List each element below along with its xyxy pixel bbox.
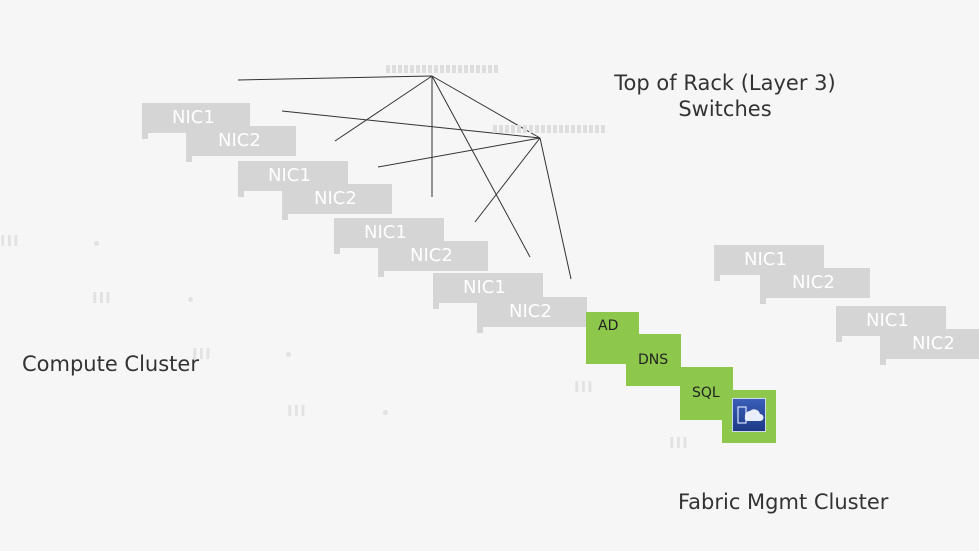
server-marker: III bbox=[574, 378, 594, 396]
server-marker: III bbox=[92, 289, 112, 307]
compute-cluster-label: Compute Cluster bbox=[22, 352, 199, 376]
server-marker: III bbox=[192, 345, 212, 363]
server-dot bbox=[188, 297, 193, 302]
server-dot bbox=[286, 352, 291, 357]
mgmt-host2-nic2: NIC2 bbox=[880, 329, 979, 365]
server-marker: III bbox=[669, 434, 689, 452]
tor-switch-1 bbox=[386, 65, 500, 73]
service-sql-label: SQL bbox=[692, 385, 720, 401]
tor-switch-2 bbox=[493, 125, 607, 133]
cloud-server-icon bbox=[732, 398, 766, 432]
service-dns-label: DNS bbox=[638, 352, 669, 368]
server-dot bbox=[383, 410, 388, 415]
fabric-mgmt-cluster-label: Fabric Mgmt Cluster bbox=[678, 490, 889, 514]
host1-nic2: NIC2 bbox=[186, 126, 296, 162]
service-dns: DNS bbox=[626, 334, 681, 386]
tor-title-line1: Top of Rack (Layer 3) bbox=[614, 71, 836, 95]
tor-switches-title: Top of Rack (Layer 3) Switches bbox=[560, 70, 890, 122]
server-dot bbox=[94, 241, 99, 246]
host2-nic2: NIC2 bbox=[282, 184, 392, 220]
service-ad-label: AD bbox=[598, 318, 619, 334]
tor-title-line2: Switches bbox=[678, 97, 772, 121]
host4-nic2: NIC2 bbox=[477, 297, 587, 333]
server-marker: III bbox=[0, 232, 20, 250]
server-marker: III bbox=[287, 402, 307, 420]
mgmt-host1-nic2: NIC2 bbox=[760, 268, 870, 304]
host3-nic2: NIC2 bbox=[378, 241, 488, 277]
